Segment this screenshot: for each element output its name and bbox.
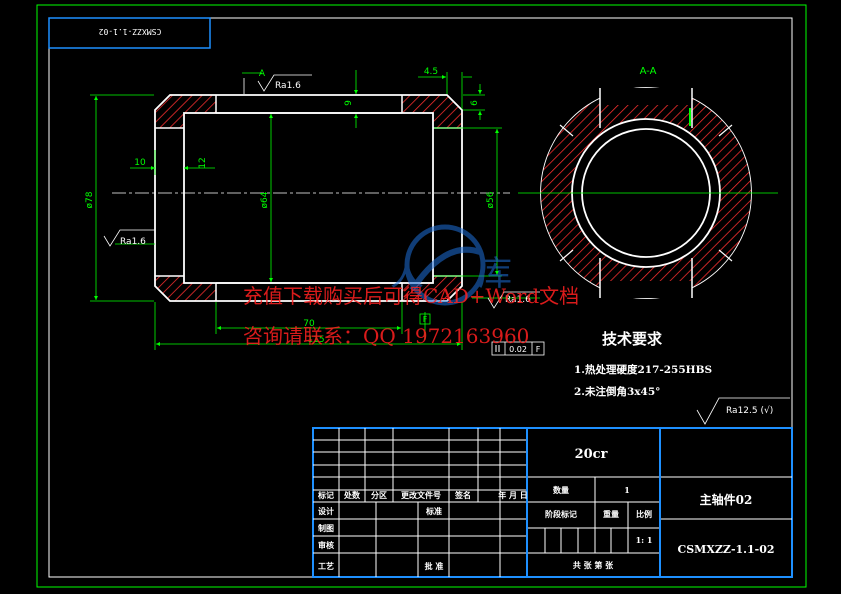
row-craft: 工艺 — [318, 561, 334, 571]
header-mark: 标记 — [317, 490, 334, 500]
section-view-aa: A-A — [518, 66, 778, 299]
dim-10: 10 — [134, 158, 146, 168]
sheets-label: 共 张 第 张 — [573, 560, 614, 570]
dim-d56: ø56 — [486, 191, 496, 208]
tolerance-frame: F 0.02 F — [419, 313, 545, 356]
technical-requirements: 技术要求 1.热处理硬度217-255HBS 2.未注倒角3x45° — [574, 330, 712, 398]
ra-right: Ra1.6 — [505, 295, 531, 305]
dim-d78: ø78 — [85, 191, 95, 208]
row-design: 设计 — [318, 506, 334, 516]
drawing-number: CSMXZZ-1.1-02 — [677, 543, 774, 556]
qty-value: 1 — [624, 485, 630, 495]
qty-label: 数量 — [553, 485, 569, 495]
header-count: 处数 — [343, 490, 361, 500]
front-view — [112, 94, 510, 302]
section-title: A-A — [640, 66, 657, 77]
ra-general: Ra12.5 (√) — [726, 405, 773, 416]
hatch-bottom-left — [154, 275, 217, 302]
roughness-symbols — [103, 74, 790, 425]
weight-label: 重量 — [603, 509, 619, 519]
row-standard: 标准 — [425, 506, 442, 516]
dim-12: 12 — [198, 157, 208, 168]
scale-label: 比例 — [636, 509, 652, 519]
part-name: 主轴件02 — [700, 492, 753, 507]
dim-70: 70 — [303, 319, 315, 329]
header-zone: 分区 — [371, 490, 387, 500]
tech-req-title: 技术要求 — [602, 330, 663, 348]
svg-text:人: 人 — [390, 254, 424, 294]
material-value: 20cr — [575, 447, 608, 462]
outer-frame — [36, 4, 807, 588]
stage-label: 阶段标记 — [545, 509, 577, 519]
tolerance-datum: F — [536, 345, 541, 354]
watermark-line2: 咨询请联系：QQ 1972163960 — [243, 324, 529, 348]
section-marker-a: A — [259, 69, 266, 79]
ra-left: Ra1.6 — [120, 237, 146, 247]
header-sign: 签名 — [454, 490, 471, 500]
tech-req-item2: 2.未注倒角3x45° — [574, 385, 660, 398]
watermark-line1: 充值下载购买后可得CAD+Word文档 — [243, 284, 579, 308]
scale-value: 1: 1 — [636, 535, 653, 545]
header-docno: 更改文件号 — [401, 490, 441, 500]
mirrored-drawing-number: CSMXZZ-1.1-02 — [99, 27, 162, 36]
header-date: 年 月 日 — [498, 490, 528, 500]
row-draw: 制图 — [318, 523, 334, 533]
dim-115: 115 — [307, 335, 324, 345]
dim-d64: ø64 — [260, 191, 270, 208]
dim-6: 6 — [470, 100, 480, 106]
row-approve: 批 准 — [425, 561, 444, 571]
tech-req-item1: 1.热处理硬度217-255HBS — [574, 363, 712, 376]
watermark-logo: 人 库 — [390, 224, 512, 306]
ra-top: Ra1.6 — [275, 81, 301, 91]
tolerance-value: 0.02 — [509, 345, 527, 354]
dimension-texts: ø78 ø64 ø56 10 12 70 115 4.5 9 6 A Ra1.6… — [85, 67, 773, 416]
datum-f-label: F — [423, 315, 428, 324]
dim-9: 9 — [344, 100, 354, 106]
svg-text:库: 库 — [478, 254, 512, 294]
mirrored-number-box: CSMXZZ-1.1-02 — [48, 17, 211, 49]
title-block: 20cr 主轴件02 CSMXZZ-1.1-02 标记 处数 分区 更改文件号 … — [312, 427, 793, 578]
dimensions — [90, 70, 540, 350]
dim-4-5: 4.5 — [424, 67, 438, 77]
inner-bore — [183, 112, 434, 284]
row-review: 审核 — [318, 540, 334, 550]
